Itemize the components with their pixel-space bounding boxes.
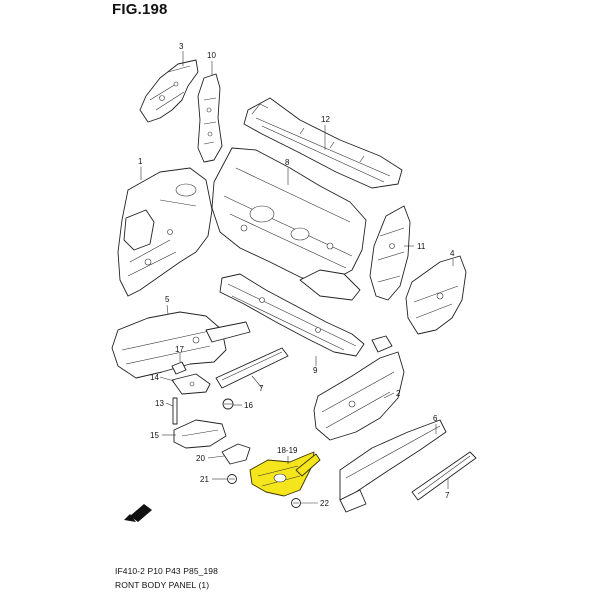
figure-caption: RONT BODY PANEL (1) xyxy=(115,580,210,590)
callout-22: 22 xyxy=(320,499,329,508)
callout-20: 20 xyxy=(196,454,205,463)
callout-1: 1 xyxy=(138,157,143,166)
figure-title: FIG.198 xyxy=(112,1,168,18)
part-16 xyxy=(222,398,234,410)
callout-7-lower: 7 xyxy=(445,491,450,500)
part-7-upper xyxy=(215,347,289,389)
part-11 xyxy=(369,205,411,301)
figure-code: IF410-2 P10 P43 P85_198 xyxy=(115,566,218,576)
part-4 xyxy=(405,255,467,335)
callout-labels: 3 10 12 1 8 11 4 5 17 14 7 9 2 13 16 15 … xyxy=(138,42,455,508)
part-6 xyxy=(339,419,447,513)
callout-14: 14 xyxy=(150,373,159,382)
part-2 xyxy=(313,335,405,441)
callout-9: 9 xyxy=(313,366,318,375)
callout-3: 3 xyxy=(179,42,184,51)
callout-13: 13 xyxy=(155,399,164,408)
callout-2: 2 xyxy=(396,389,401,398)
front-arrow-icon xyxy=(124,504,152,522)
callout-11: 11 xyxy=(417,242,426,251)
part-1 xyxy=(117,167,213,297)
callout-5: 5 xyxy=(165,295,170,304)
part-5 xyxy=(111,311,251,379)
callout-21: 21 xyxy=(200,475,209,484)
part-3 xyxy=(139,59,199,123)
part-18-19-highlighted xyxy=(249,451,321,497)
part-10 xyxy=(197,73,223,163)
part-17 xyxy=(171,361,187,375)
callout-15: 15 xyxy=(150,431,159,440)
part-14 xyxy=(171,373,211,395)
part-9 xyxy=(219,273,365,357)
part-8 xyxy=(211,147,367,301)
callout-16: 16 xyxy=(244,401,253,410)
callout-12: 12 xyxy=(321,115,330,124)
part-12 xyxy=(243,97,403,189)
callout-8: 8 xyxy=(285,158,290,167)
part-22 xyxy=(291,498,301,508)
callout-17: 17 xyxy=(175,345,184,354)
part-15 xyxy=(173,419,227,449)
leader-lines xyxy=(140,51,454,504)
callout-7: 7 xyxy=(259,384,264,393)
part-20 xyxy=(221,443,251,465)
part-7-lower xyxy=(411,451,477,501)
callout-10: 10 xyxy=(207,51,216,60)
callout-4: 4 xyxy=(450,249,455,258)
callout-18-19: 18-19 xyxy=(277,446,298,455)
part-21 xyxy=(227,474,237,484)
part-13 xyxy=(172,397,178,425)
callout-6: 6 xyxy=(433,414,438,423)
